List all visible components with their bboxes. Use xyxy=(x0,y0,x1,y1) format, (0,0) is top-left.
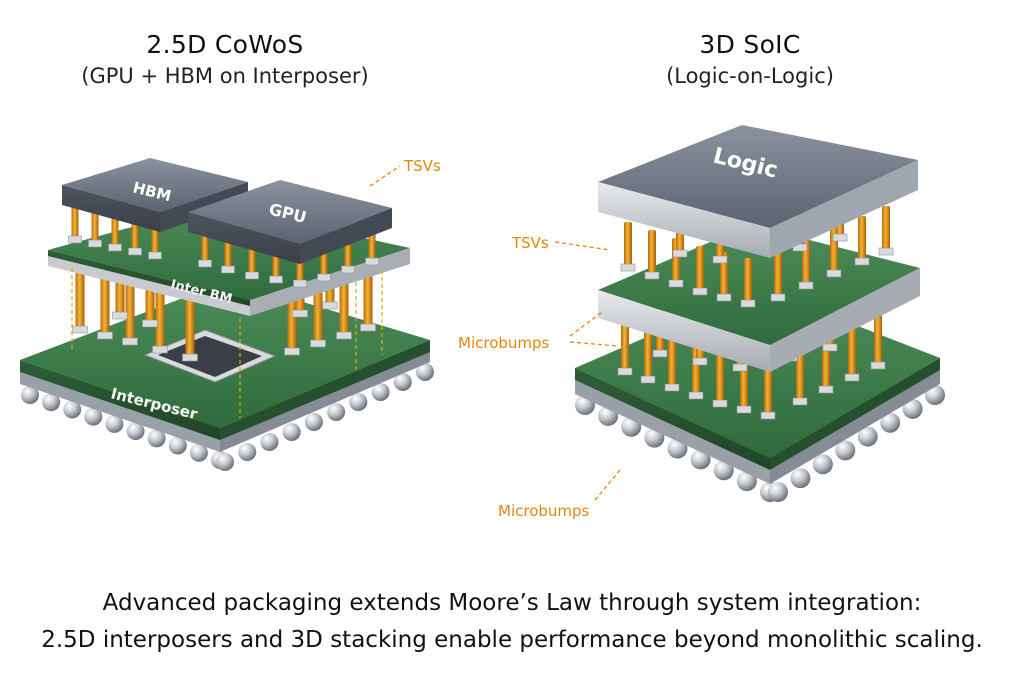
tsv-pillar-icon xyxy=(75,262,85,330)
solder-ball-icon xyxy=(393,373,412,391)
left-tsvs-callout: TSVs xyxy=(403,157,441,175)
tsv-pillar-icon xyxy=(774,252,782,298)
tsv-pillar-icon xyxy=(71,205,79,240)
solder-ball-icon xyxy=(857,426,878,447)
tsv-pillar-icon xyxy=(201,229,209,264)
solder-ball-icon xyxy=(768,482,788,502)
tsv-pillar-icon xyxy=(111,213,119,248)
tsv-pillar-icon xyxy=(648,230,656,276)
solder-ball-icon xyxy=(371,383,390,401)
tsv-pillar-icon xyxy=(874,312,882,366)
tsv-pillar-icon xyxy=(882,206,890,252)
left-solder-balls xyxy=(21,363,434,471)
tsv-pillar-icon xyxy=(155,282,165,350)
tsv-pillar-icon xyxy=(802,240,810,286)
solder-ball-icon xyxy=(238,443,257,461)
solder-ball-icon xyxy=(790,468,811,489)
solder-ball-icon xyxy=(168,436,187,455)
right-microbumps-bottom-callout: Microbumps xyxy=(498,502,590,520)
gpu-die-icon: GPU xyxy=(188,180,392,264)
tsv-pillar-icon xyxy=(720,252,728,298)
solder-ball-icon xyxy=(416,363,434,381)
tsv-pillar-icon xyxy=(764,362,772,416)
right-middle-die xyxy=(598,225,920,345)
tsv-pillar-icon xyxy=(624,222,632,268)
soic-assembly: Logic TSVs Microbumps Microbumps xyxy=(458,125,945,520)
solder-ball-icon xyxy=(126,422,145,441)
solder-ball-icon xyxy=(304,413,323,431)
tsv-pillar-icon xyxy=(91,209,99,244)
solder-ball-icon xyxy=(147,429,166,448)
solder-ball-icon xyxy=(880,412,901,433)
caption-line-2: 2.5D interposers and 3D stacking enable … xyxy=(41,627,983,653)
tsv-pillar-icon xyxy=(858,216,866,262)
solder-ball-icon xyxy=(63,400,82,419)
tsv-pillar-icon xyxy=(668,334,676,388)
left-guide-lines xyxy=(71,268,383,418)
solder-ball-icon xyxy=(713,460,734,481)
tsv-pillar-icon xyxy=(744,258,752,304)
tsv-pillar-icon xyxy=(796,348,804,402)
packaging-diagram: Inter BM HBM GPU Interposer TSVs xyxy=(20,125,945,520)
logic-die-icon: Logic xyxy=(598,125,918,258)
solder-ball-icon xyxy=(690,449,711,470)
solder-ball-icon xyxy=(925,385,945,405)
solder-ball-icon xyxy=(736,471,757,492)
solder-ball-icon xyxy=(260,433,279,451)
right-title: 3D SoIC xyxy=(699,30,801,59)
right-microbumps-mid-callout: Microbumps xyxy=(458,334,550,352)
tsv-pillar-icon xyxy=(644,326,652,380)
left-subtitle: (GPU + HBM on Interposer) xyxy=(81,64,369,88)
solder-ball-icon xyxy=(216,453,234,471)
tsv-pillar-icon xyxy=(185,290,195,358)
solder-ball-icon xyxy=(902,398,923,419)
tsv-pillar-icon xyxy=(696,246,704,292)
caption-line-1: Advanced packaging extends Moore’s Law t… xyxy=(102,590,922,616)
tsv-pillar-icon xyxy=(716,350,724,404)
left-title: 2.5D CoWoS xyxy=(146,30,304,59)
solder-ball-icon xyxy=(105,414,124,433)
tsv-pillar-icon xyxy=(125,274,135,342)
cowos-assembly: Inter BM HBM GPU Interposer TSVs xyxy=(20,157,441,471)
solder-ball-icon xyxy=(42,393,61,412)
right-solder-balls xyxy=(575,385,945,502)
tsv-pillar-icon xyxy=(621,318,629,372)
tsv-pillar-icon xyxy=(848,324,856,378)
solder-ball-icon xyxy=(21,386,39,404)
right-subtitle: (Logic-on-Logic) xyxy=(666,64,834,88)
tsv-pillar-icon xyxy=(131,217,139,252)
solder-ball-icon xyxy=(327,403,346,421)
solder-ball-icon xyxy=(84,407,103,426)
solder-ball-icon xyxy=(812,454,833,475)
tsv-pillar-icon xyxy=(100,268,110,336)
solder-ball-icon xyxy=(189,443,208,462)
right-tsvs-callout: TSVs xyxy=(511,234,549,252)
solder-ball-icon xyxy=(835,440,856,461)
solder-ball-icon xyxy=(349,393,368,411)
solder-ball-icon xyxy=(282,423,301,441)
